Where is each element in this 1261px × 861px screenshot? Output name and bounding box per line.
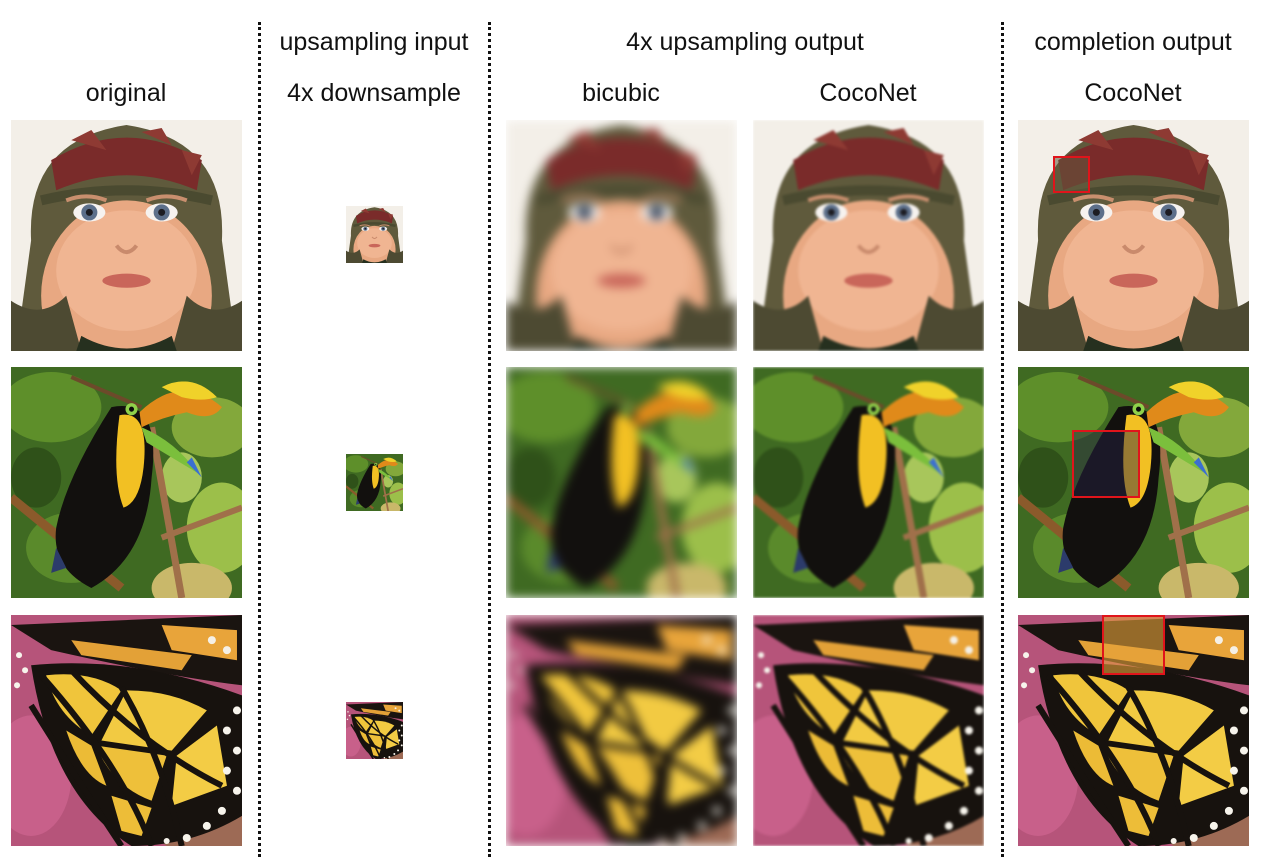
header-upsampling-output: 4x upsampling output: [626, 28, 864, 56]
header-upsampling-input: upsampling input: [279, 28, 469, 56]
image-original-toucan: [11, 367, 242, 598]
divider-1: [258, 22, 261, 857]
image-downsample-butterfly: [346, 702, 403, 759]
image-downsample-baby: [346, 206, 403, 263]
image-bicubic-toucan: [506, 367, 737, 598]
image-downsample-toucan: [346, 454, 403, 511]
completion-region-box: [1053, 156, 1090, 193]
divider-3: [1001, 22, 1004, 857]
image-original-baby: [11, 120, 242, 351]
col-label-original: original: [85, 79, 167, 107]
header-completion-output: completion output: [1034, 28, 1232, 56]
image-bicubic-baby: [506, 120, 737, 351]
image-coconet-toucan: [753, 367, 984, 598]
col-label-bicubic: bicubic: [582, 79, 660, 107]
divider-2: [488, 22, 491, 857]
completion-region-box: [1072, 430, 1140, 498]
image-coconet-butterfly: [753, 615, 984, 846]
image-completion-baby: [1018, 120, 1249, 351]
col-label-coconet-upsample: CocoNet: [819, 79, 917, 107]
image-bicubic-butterfly: [506, 615, 737, 846]
completion-region-box: [1102, 615, 1165, 675]
col-label-coconet-completion: CocoNet: [1084, 79, 1182, 107]
image-original-butterfly: [11, 615, 242, 846]
image-completion-toucan: [1018, 367, 1249, 598]
image-coconet-baby: [753, 120, 984, 351]
col-label-downsample: 4x downsample: [287, 79, 461, 107]
image-completion-butterfly: [1018, 615, 1249, 846]
